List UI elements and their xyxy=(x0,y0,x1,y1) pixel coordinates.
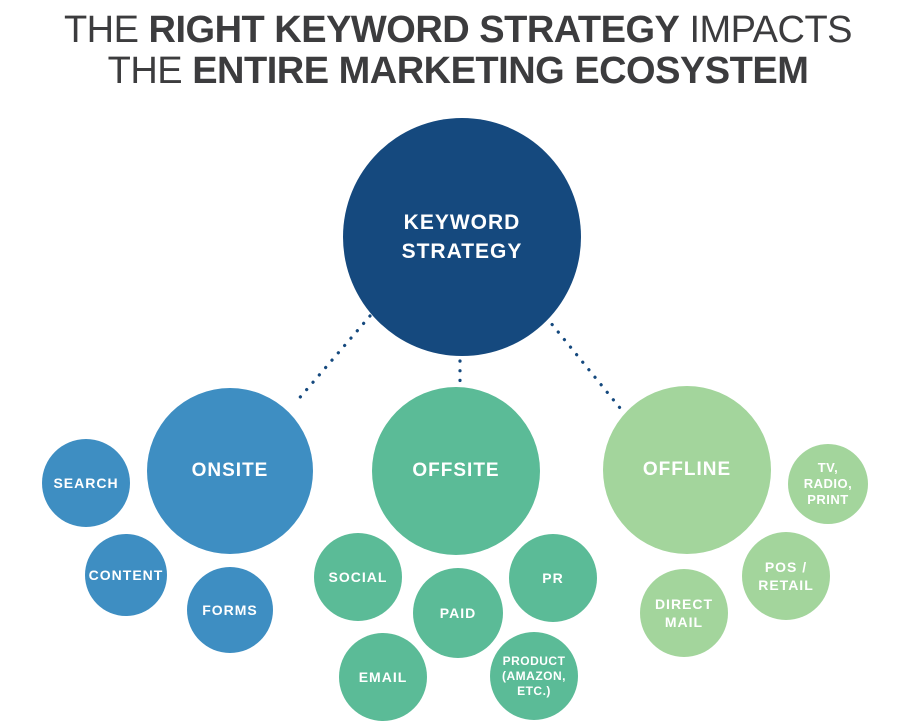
title-line-2: THE ENTIRE MARKETING ECOSYSTEM xyxy=(0,51,916,92)
keyword-strategy-label: KEYWORD STRATEGY xyxy=(401,211,523,263)
pr-circle: PR xyxy=(509,534,597,622)
direct-mail-label: DIRECT MAIL xyxy=(654,596,714,630)
offline-hub-circle: OFFLINE xyxy=(603,386,771,554)
content-circle: CONTENT xyxy=(85,534,167,616)
product-label: PRODUCT (AMAZON, ETC.) xyxy=(502,653,566,698)
title-line2-light-start: THE xyxy=(107,50,193,92)
content-label: CONTENT xyxy=(88,567,164,583)
onsite-hub-circle: ONSITE xyxy=(147,388,313,554)
forms-circle: FORMS xyxy=(187,567,273,653)
product-circle: PRODUCT (AMAZON, ETC.) xyxy=(490,632,578,720)
tv-radio-print-circle: TV, RADIO, PRINT xyxy=(788,444,868,524)
connector-keyword-to-onsite xyxy=(294,314,372,404)
paid-label: PAID xyxy=(439,605,477,621)
onsite-hub-label: ONSITE xyxy=(191,460,269,481)
search-label: SEARCH xyxy=(53,475,119,491)
pos-retail-circle: POS / RETAIL xyxy=(742,532,830,620)
email-label: EMAIL xyxy=(358,669,408,685)
offline-hub-label: OFFLINE xyxy=(642,459,732,480)
title-line1-light-end: IMPACTS xyxy=(679,9,853,51)
forms-label: FORMS xyxy=(202,602,258,618)
keyword-strategy-circle: KEYWORD STRATEGY xyxy=(343,118,581,356)
paid-circle: PAID xyxy=(413,568,503,658)
pos-retail-label: POS / RETAIL xyxy=(758,559,814,593)
title-line1-light-start: THE xyxy=(63,9,149,51)
title-line2-bold: ENTIRE MARKETING ECOSYSTEM xyxy=(192,50,809,92)
page-title: THE RIGHT KEYWORD STRATEGY IMPACTS THE E… xyxy=(0,10,916,92)
tv-radio-print-label: TV, RADIO, PRINT xyxy=(803,460,853,507)
search-circle: SEARCH xyxy=(42,439,130,527)
title-line1-bold: RIGHT KEYWORD STRATEGY xyxy=(148,9,680,51)
social-circle: SOCIAL xyxy=(314,533,402,621)
offsite-hub-circle: OFFSITE xyxy=(372,387,540,555)
title-line-1: THE RIGHT KEYWORD STRATEGY IMPACTS xyxy=(0,10,916,51)
direct-mail-circle: DIRECT MAIL xyxy=(640,569,728,657)
pr-label: PR xyxy=(542,570,564,586)
email-circle: EMAIL xyxy=(339,633,427,721)
connector-keyword-to-offline xyxy=(544,315,622,410)
offsite-hub-label: OFFSITE xyxy=(412,460,500,481)
social-label: SOCIAL xyxy=(328,569,388,585)
